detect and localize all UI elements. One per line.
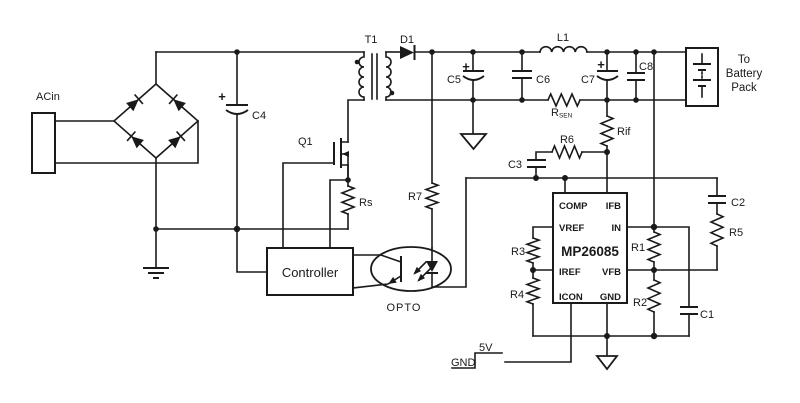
c5-plus-icon: + [462,59,470,74]
rsen-label: RSEN [551,107,573,120]
r6-label: R6 [560,134,574,146]
bridge-rectifier [112,51,200,230]
battery-text-line3: Pack [731,82,757,94]
junction-dots [153,49,658,340]
cap-c8: C8 [627,51,653,101]
bridge-diode-icon [168,130,186,149]
ground-icon [459,133,488,151]
ic-name: MP26085 [561,244,619,259]
resistor-r7: R7 [408,51,441,249]
controller-block: Controller [266,247,354,296]
resistor-r5: R5 [709,212,743,271]
c7-plus-icon: + [597,57,605,72]
pin-gnd: GND [600,292,621,303]
r5-label: R5 [729,227,743,239]
supply-gnd-label: GND [451,357,476,369]
r2-label: R2 [633,297,647,309]
inductor-l1: L1 [539,32,588,53]
cap-c2: C2 [708,177,745,215]
cap-c5: + C5 [447,51,488,151]
pin-vfb: VFB [602,267,621,278]
resistor-r1: R1 [631,226,663,271]
rif-label: Rif [617,126,631,138]
ic-mp26085: COMP IFB VREF IN MP26085 IREF VFB ICON G… [552,192,628,304]
battery-text-line2: Battery [726,68,763,80]
opto-label: OPTO [387,302,422,314]
phase-dot-primary [354,59,360,65]
optocoupler: OPTO [352,177,467,314]
cap-c7: + C7 [581,51,619,101]
pin-ifb: IFB [606,201,621,212]
resistor-r6: R6 [535,134,608,161]
resistor-r2: R2 [633,269,662,337]
cap-c1: C1 [680,306,714,337]
resistor-rsen: RSEN [546,92,582,120]
acin-label: ACin [36,91,60,103]
c1-label: C1 [700,309,714,321]
controller-label: Controller [282,265,339,280]
ground-icon [595,355,619,371]
cap-c6: C6 [512,51,550,101]
cap-c3: C3 [508,159,546,179]
transformer-t1: T1 [347,34,395,143]
d1-label: D1 [400,34,414,46]
c3-label: C3 [508,159,522,171]
battery-pack: To Battery Pack [685,47,763,107]
c8-label: C8 [639,61,653,73]
ac-input-connector [31,112,56,174]
q1-label: Q1 [298,136,313,148]
rs-label: Rs [359,197,373,209]
pin-in: IN [612,223,622,234]
c5-label: C5 [447,74,461,86]
mosfet-q1: Q1 [282,136,349,249]
r1-label: R1 [631,242,645,254]
earth-ground-icon [143,228,169,279]
pin-vref: VREF [559,223,585,234]
r4-label: R4 [510,289,524,301]
wires-ic-bottom [504,302,619,371]
c2-label: C2 [731,197,745,209]
wires-primary [155,51,365,273]
opto-led-icon [426,261,438,272]
bridge-diode-icon [126,93,144,112]
pin-icon: ICON [559,292,583,303]
battery-text-line1: To [738,54,750,66]
resistor-r4: R4 [510,269,554,337]
l1-label: L1 [557,32,569,44]
wires-ic-right [532,226,718,337]
supply-5v-label: 5V [479,342,493,354]
bridge-diode-icon [168,93,186,112]
resistor-r3: R3 [511,226,554,271]
phase-dot-secondary [389,90,395,96]
diode-d1: D1 [385,34,541,60]
pin-iref: IREF [559,267,581,278]
c4-plus-icon: + [218,89,226,104]
resistor-rs: Rs [339,184,373,230]
resistor-rif: Rif [598,99,631,153]
c6-label: C6 [536,74,550,86]
c7-label: C7 [581,74,595,86]
bridge-diode-icon [126,130,144,149]
c4-label: C4 [252,110,266,122]
wires-comp-net [465,151,718,194]
r7-label: R7 [408,191,422,203]
pin-comp: COMP [559,201,588,212]
ac-input: ACin [31,91,199,174]
cap-c4: + C4 [218,51,266,230]
t1-label: T1 [365,34,378,46]
supply-step-signal: 5V GND [451,342,503,369]
r3-label: R3 [511,246,525,258]
